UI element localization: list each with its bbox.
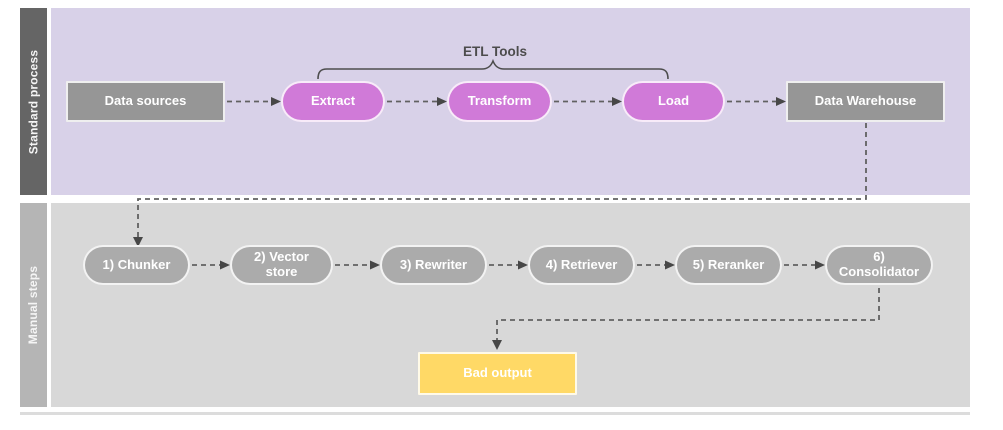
etl-tools-label: ETL Tools bbox=[463, 44, 527, 59]
lane-label-manual-steps: Manual steps bbox=[26, 265, 41, 345]
node-consolidator: 6) Consolidator bbox=[825, 245, 933, 285]
node-data-warehouse: Data Warehouse bbox=[786, 81, 945, 122]
lane-label-standard-process: Standard process bbox=[26, 49, 41, 154]
node-load: Load bbox=[622, 81, 725, 122]
node-vector-store: 2) Vector store bbox=[230, 245, 333, 285]
node-bad-output: Bad output bbox=[418, 352, 577, 395]
lane-standard-process-label-bar: Standard process bbox=[20, 8, 47, 195]
node-extract: Extract bbox=[281, 81, 385, 122]
node-data-sources: Data sources bbox=[66, 81, 225, 122]
node-chunker: 1) Chunker bbox=[83, 245, 190, 285]
lane-manual-steps-label-bar: Manual steps bbox=[20, 203, 47, 407]
node-rewriter: 3) Rewriter bbox=[380, 245, 487, 285]
node-transform: Transform bbox=[447, 81, 552, 122]
node-reranker: 5) Reranker bbox=[675, 245, 782, 285]
node-retriever: 4) Retriever bbox=[528, 245, 635, 285]
bottom-shadow-divider bbox=[20, 412, 970, 415]
